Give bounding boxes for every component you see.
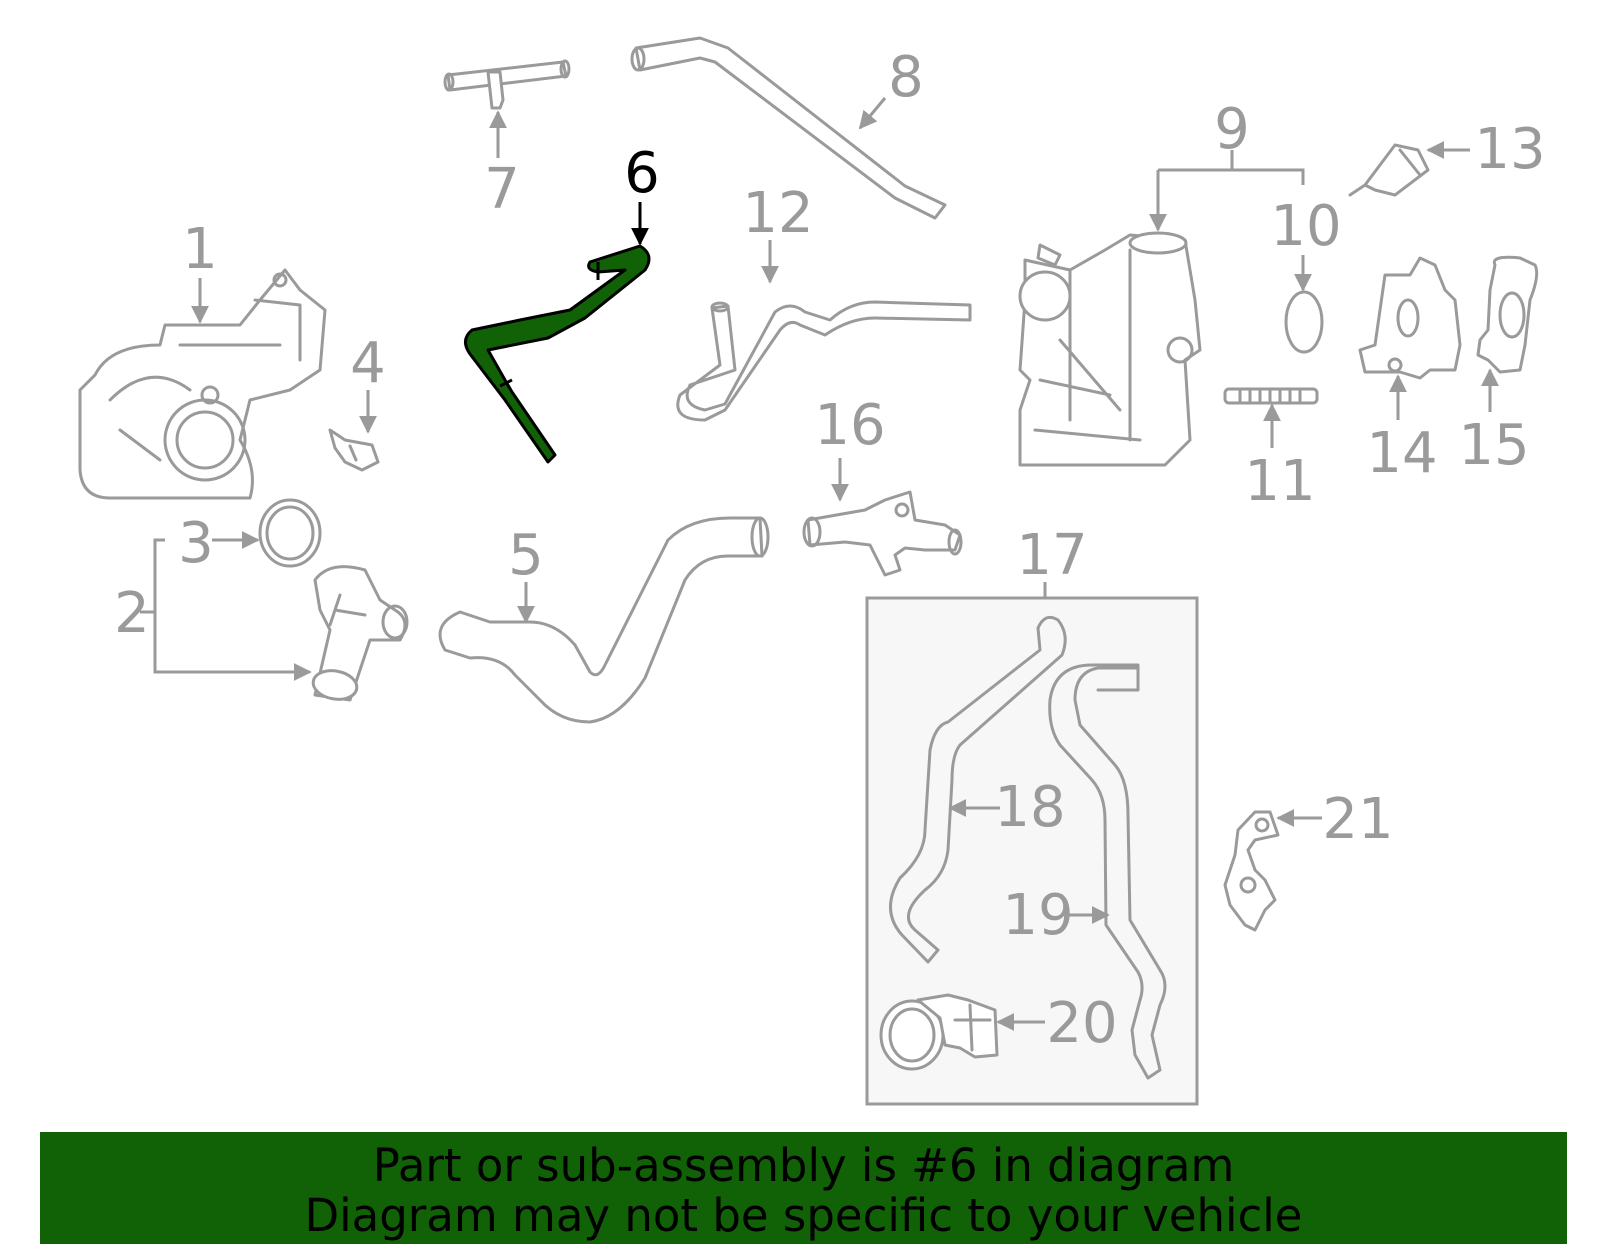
- part-1-water-pump-housing[interactable]: [78, 268, 327, 500]
- callout-5: 5: [508, 523, 544, 588]
- part-3-o-ring[interactable]: [258, 498, 322, 568]
- callout-21: 21: [1322, 787, 1393, 852]
- callout-8: 8: [888, 45, 924, 110]
- part-6-hose-highlighted[interactable]: [464, 244, 651, 464]
- banner-line-2: Diagram may not be specific to your vehi…: [304, 1189, 1303, 1242]
- callout-9: 9: [1214, 97, 1250, 162]
- callout-16: 16: [814, 393, 885, 458]
- callout-1: 1: [182, 217, 218, 282]
- callout-10: 10: [1270, 194, 1341, 259]
- part-4-sensor[interactable]: [328, 428, 380, 472]
- callout-18: 18: [994, 775, 1065, 840]
- part-8-pipe[interactable]: [630, 36, 947, 220]
- part-16-outlet-fitting[interactable]: [802, 490, 963, 577]
- part-10-o-ring[interactable]: [1284, 290, 1324, 354]
- part-14-bracket[interactable]: [1358, 256, 1462, 380]
- part-21-bracket[interactable]: [1223, 810, 1280, 932]
- callout-4: 4: [350, 331, 386, 396]
- leader-lines: [140, 97, 1499, 1031]
- part-20-clamp[interactable]: [879, 993, 999, 1071]
- callout-19: 19: [1002, 883, 1073, 948]
- callout-2: 2: [114, 581, 150, 646]
- callout-12: 12: [742, 181, 813, 246]
- callout-15: 15: [1458, 413, 1529, 478]
- callout-20: 20: [1046, 991, 1117, 1056]
- banner-line-1: Part or sub-assembly is #6 in diagram: [372, 1139, 1235, 1192]
- callout-14: 14: [1366, 421, 1437, 486]
- callout-labels: 1 2 3 4 5 6 7 8 9 10 11 12 13 14 15 16 1…: [114, 45, 1545, 1056]
- part-9-housing-assembly[interactable]: [1018, 231, 1202, 467]
- callout-7: 7: [484, 157, 520, 222]
- part-12-pipe[interactable]: [676, 300, 972, 422]
- part-7-connector[interactable]: [443, 59, 571, 110]
- part-13-sensor[interactable]: [1348, 143, 1430, 197]
- callout-17: 17: [1016, 523, 1087, 588]
- part-18-hose[interactable]: [889, 615, 1067, 964]
- callout-11: 11: [1244, 449, 1315, 514]
- callout-13: 13: [1474, 117, 1545, 182]
- info-banner: Part or sub-assembly is #6 in diagram Di…: [40, 1132, 1567, 1244]
- part-5-hose[interactable]: [438, 516, 770, 724]
- part-11-stud[interactable]: [1223, 387, 1319, 405]
- part-19-hose[interactable]: [1048, 663, 1167, 1080]
- callout-6: 6: [624, 141, 660, 206]
- callout-3: 3: [178, 511, 214, 576]
- part-2-thermostat-housing[interactable]: [311, 565, 409, 703]
- part-15-gasket[interactable]: [1476, 255, 1539, 374]
